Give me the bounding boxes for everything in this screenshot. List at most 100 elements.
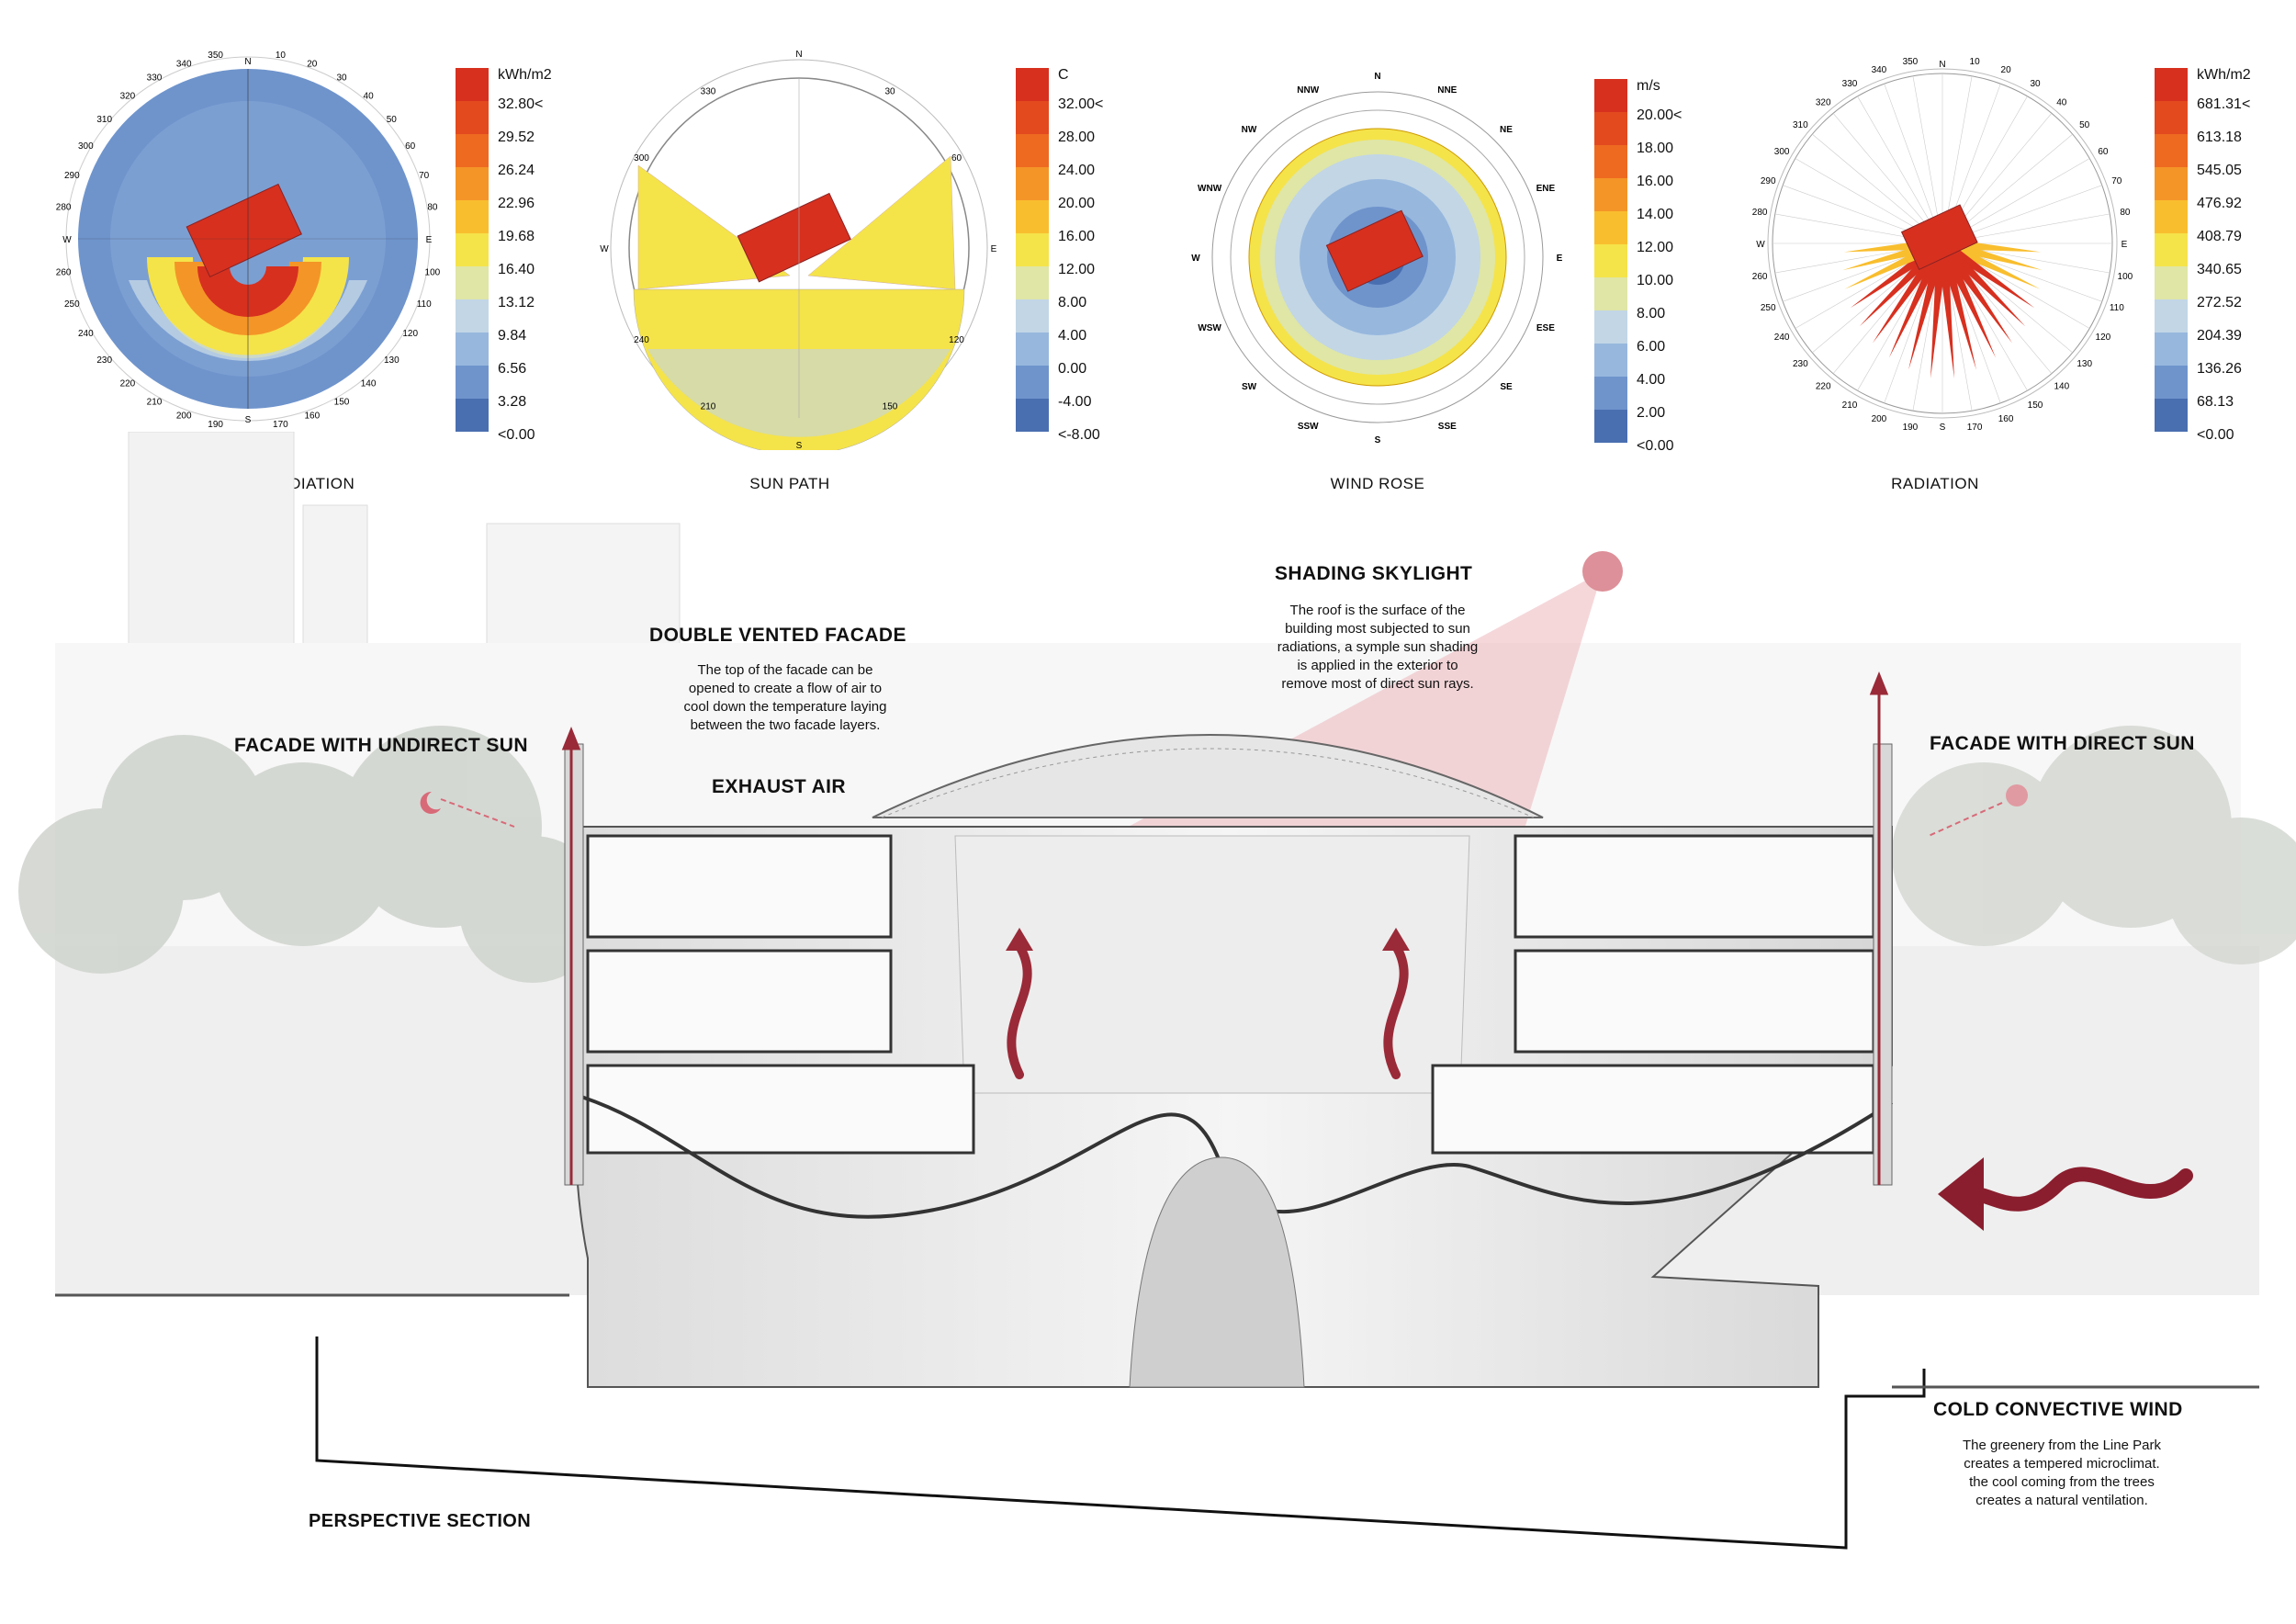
degree-label: 350: [1903, 57, 1919, 67]
scale-segment: [1016, 299, 1049, 333]
scale-segment: [1594, 145, 1627, 178]
degree-label: 40: [2056, 97, 2067, 107]
scale-label: 4.00: [1058, 328, 1087, 344]
direction-label: NW: [1242, 125, 1257, 135]
degree-label: 250: [64, 299, 80, 310]
degree-label: 260: [56, 267, 72, 277]
sun-icon: [1582, 551, 1623, 592]
direction-label: SSE: [1438, 422, 1457, 432]
scale-label: 136.26: [2197, 361, 2242, 377]
degree-label: 140: [2054, 382, 2069, 392]
degree-label: 190: [1903, 423, 1919, 433]
scale-segment: [1016, 200, 1049, 233]
degree-label: 30: [2030, 79, 2041, 89]
scale-segment: [1016, 167, 1049, 200]
scale-label: <0.00: [1637, 438, 1674, 454]
scale-segment: [456, 366, 489, 399]
degree-label: 210: [1842, 400, 1858, 411]
compass-n: N: [795, 50, 802, 60]
degree-label: 110: [417, 299, 432, 310]
facade-right: [1873, 743, 1893, 1186]
scale-segment: [1594, 211, 1627, 244]
perspective-section-title: PERSPECTIVE SECTION: [309, 1511, 532, 1531]
compass-s: S: [245, 415, 252, 425]
scale-bar: [1016, 68, 1049, 432]
degree-label: 150: [2028, 400, 2043, 411]
degree-label: 160: [304, 412, 320, 422]
degree-label: 230: [1793, 359, 1808, 369]
direction-label: S: [1375, 435, 1381, 445]
scale-segment: [2155, 399, 2188, 432]
degree-label: 340: [1872, 65, 1887, 75]
radiation-ray: [1940, 238, 2041, 289]
radiation-grid-line: [1857, 96, 1943, 244]
scale-label: 14.00: [1637, 207, 1674, 222]
scale-segment: [2155, 101, 2188, 134]
degree-label: 340: [176, 59, 192, 69]
scale-segment: [456, 101, 489, 134]
underground-outline: [315, 1336, 1926, 1550]
scale-segment: [456, 200, 489, 233]
scale-bar: [456, 68, 489, 432]
direction-label: N: [1374, 72, 1380, 82]
scale-label: 2.00: [1637, 405, 1666, 421]
degree-label: 220: [1816, 382, 1831, 392]
direction-label: NNW: [1297, 85, 1319, 96]
scale-label: 6.00: [1637, 339, 1666, 355]
scale-label: 6.56: [498, 361, 527, 377]
degree-label: 30: [884, 87, 895, 97]
scale-segment: [456, 399, 489, 432]
scale-label: 12.00: [1058, 262, 1096, 277]
degree-label: 250: [1761, 303, 1776, 313]
scale-segment: [456, 299, 489, 333]
compass-w: W: [600, 244, 609, 254]
scale-segment: [1594, 244, 1627, 277]
degree-label: 290: [1761, 176, 1776, 186]
degree-label: 300: [1774, 147, 1790, 157]
shading-skylight-note: The roof is the surface of the building …: [1277, 603, 1479, 692]
scale-label: 28.00: [1058, 130, 1096, 145]
degree-label: 50: [2079, 120, 2090, 130]
scale-segment: [1016, 366, 1049, 399]
degree-label: 40: [364, 92, 375, 102]
scale-segment: [1016, 399, 1049, 432]
radiation-ray: [1908, 242, 1948, 370]
direction-label: NE: [1500, 125, 1513, 135]
scale-segment: [1594, 178, 1627, 211]
degree-label: 100: [425, 267, 441, 277]
scale-unit: kWh/m2: [2197, 67, 2251, 83]
degree-label: 280: [1752, 208, 1768, 218]
degree-label: 300: [634, 153, 649, 164]
degree-label: 260: [1752, 272, 1768, 282]
scale-label: 613.18: [2197, 130, 2242, 145]
degree-label: 100: [2118, 272, 2133, 282]
scale-label: 0.00: [1058, 361, 1087, 377]
radiation-title: RADIATION: [1891, 475, 1979, 492]
degree-label: 290: [64, 171, 80, 181]
scale-segment: [2155, 200, 2188, 233]
scale-label: 68.13: [2197, 394, 2234, 410]
degree-label: 330: [701, 87, 716, 97]
direction-label: ESE: [1536, 323, 1555, 333]
scale-segment: [1594, 310, 1627, 344]
degree-label: 320: [1816, 97, 1831, 107]
degree-label: 80: [2120, 208, 2131, 218]
compass-s: S: [796, 441, 803, 450]
degree-label: 190: [208, 420, 223, 430]
perspective-section-drawing: [18, 432, 2296, 1550]
degree-label: 60: [405, 141, 416, 152]
arrow-head: [1006, 928, 1033, 951]
scale-segment: [1016, 333, 1049, 366]
compass-s: S: [1940, 423, 1946, 433]
scale-segment: [1016, 233, 1049, 266]
degree-label: 10: [276, 51, 287, 61]
scale-segment: [1594, 112, 1627, 145]
scale-segment: [456, 333, 489, 366]
cold-wind-note: The greenery from the Line Park creates …: [1963, 1438, 2161, 1508]
scale-label: <0.00: [2197, 427, 2234, 443]
shading-skylight-heading: SHADING SKYLIGHT: [1275, 563, 1473, 584]
degree-label: 80: [427, 203, 438, 213]
scale-label: 408.79: [2197, 229, 2242, 244]
scale-label: <0.00: [498, 427, 535, 443]
